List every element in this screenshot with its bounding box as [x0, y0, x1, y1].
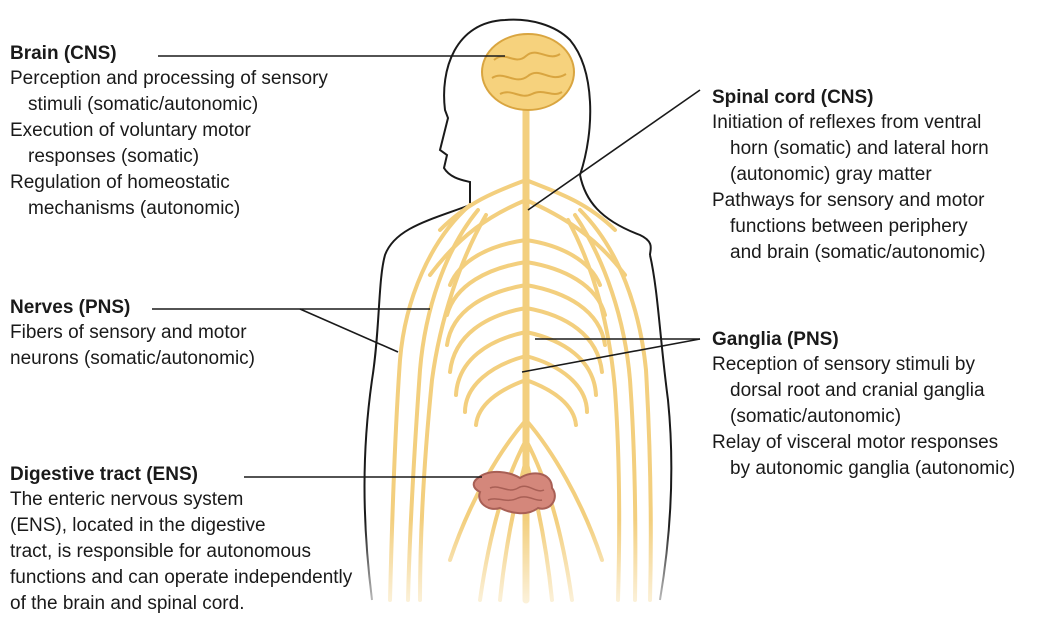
- nerves-heading: Nerves (PNS): [10, 296, 255, 320]
- bottom-fade: [350, 520, 700, 636]
- brain-item-3: Regulation of homeostatic mechanisms (au…: [10, 170, 328, 222]
- nerves-item-1-line-2: neurons (somatic/autonomic): [10, 346, 255, 372]
- spinal-item-1-line-3: (autonomic) gray matter: [712, 162, 989, 188]
- spinal-item-1: Initiation of reflexes from ventral horn…: [712, 110, 989, 188]
- ganglia-item-1-line-3: (somatic/autonomic): [712, 404, 1015, 430]
- spinal-item-2-line-2: functions between periphery: [712, 214, 989, 240]
- digestive-line-2: (ENS), located in the digestive: [10, 513, 352, 539]
- digestive-heading: Digestive tract (ENS): [10, 463, 352, 487]
- spinal-heading: Spinal cord (CNS): [712, 86, 989, 110]
- brain-item-2-line-2: responses (somatic): [10, 144, 328, 170]
- digestive-label-block: Digestive tract (ENS) The enteric nervou…: [10, 463, 352, 617]
- nerves-item-1-line-1: Fibers of sensory and motor: [10, 320, 255, 346]
- brain-item-1: Perception and processing of sensory sti…: [10, 66, 328, 118]
- brain-item-2-line-1: Execution of voluntary motor: [10, 118, 328, 144]
- nerves-item-1: Fibers of sensory and motor neurons (som…: [10, 320, 255, 372]
- intestine-shape: [474, 472, 555, 513]
- digestive-description: The enteric nervous system (ENS), locate…: [10, 487, 352, 617]
- spinal-leader: [528, 90, 700, 210]
- brain-item-2: Execution of voluntary motor responses (…: [10, 118, 328, 170]
- brain-shape: [482, 34, 574, 110]
- nerves-leader-branch: [300, 309, 398, 352]
- brain-heading: Brain (CNS): [10, 42, 328, 66]
- spinal-item-1-line-1: Initiation of reflexes from ventral: [712, 110, 989, 136]
- spinal-item-2-line-1: Pathways for sensory and motor: [712, 188, 989, 214]
- digestive-line-5: of the brain and spinal cord.: [10, 591, 352, 617]
- ganglia-item-1: Reception of sensory stimuli by dorsal r…: [712, 352, 1015, 430]
- spinal-label-block: Spinal cord (CNS) Initiation of reflexes…: [712, 86, 989, 266]
- brain-label-block: Brain (CNS) Perception and processing of…: [10, 42, 328, 222]
- digestive-line-4: functions and can operate independently: [10, 565, 352, 591]
- brain-item-1-line-1: Perception and processing of sensory: [10, 66, 328, 92]
- spinal-item-1-line-2: horn (somatic) and lateral horn: [712, 136, 989, 162]
- ganglia-item-1-line-2: dorsal root and cranial ganglia: [712, 378, 1015, 404]
- brain-item-3-line-1: Regulation of homeostatic: [10, 170, 328, 196]
- ganglia-label-block: Ganglia (PNS) Reception of sensory stimu…: [712, 328, 1015, 482]
- ganglia-heading: Ganglia (PNS): [712, 328, 1015, 352]
- nerves-label-block: Nerves (PNS) Fibers of sensory and motor…: [10, 296, 255, 372]
- ganglia-item-2-line-2: by autonomic ganglia (autonomic): [712, 456, 1015, 482]
- ganglia-item-2-line-1: Relay of visceral motor responses: [712, 430, 1015, 456]
- digestive-line-3: tract, is responsible for autonomous: [10, 539, 352, 565]
- ganglia-item-1-line-1: Reception of sensory stimuli by: [712, 352, 1015, 378]
- brain-item-1-line-2: stimuli (somatic/autonomic): [10, 92, 328, 118]
- brain-item-3-line-2: mechanisms (autonomic): [10, 196, 328, 222]
- ganglia-item-2: Relay of visceral motor responses by aut…: [712, 430, 1015, 482]
- digestive-line-1: The enteric nervous system: [10, 487, 352, 513]
- spinal-item-2: Pathways for sensory and motor functions…: [712, 188, 989, 266]
- spinal-item-2-line-3: and brain (somatic/autonomic): [712, 240, 989, 266]
